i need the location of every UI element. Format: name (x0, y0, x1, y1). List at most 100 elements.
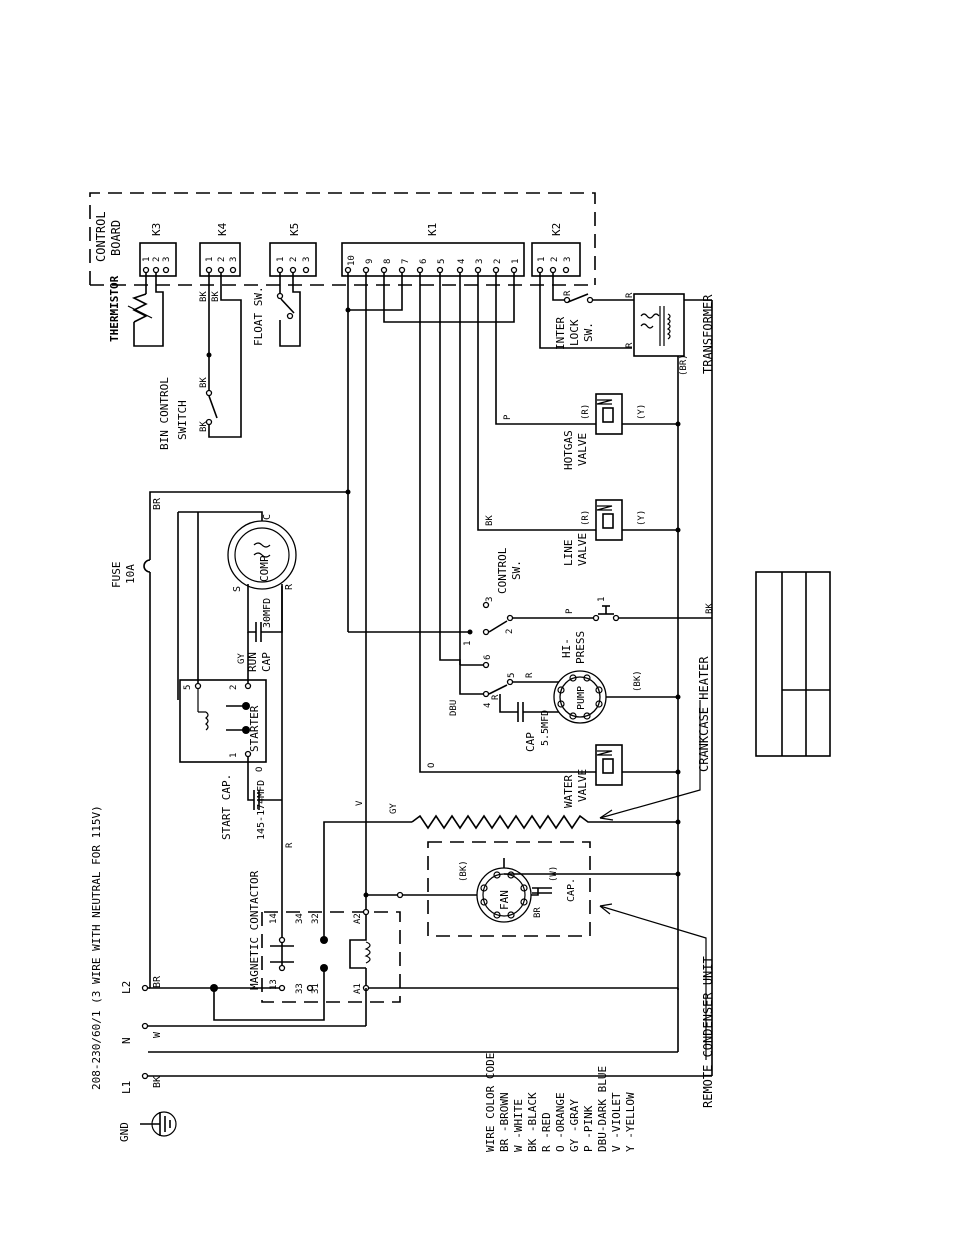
comp-term-s: S (232, 586, 243, 592)
starter-term-5: 5 (183, 685, 193, 690)
hotgas-valve: (R) (Y) HOTGAS VALVE (562, 393, 681, 470)
wire-r-pump: R (525, 672, 535, 678)
remote-condenser: FAN (BK) (W) BR CAP. REMOTE CONDENSER UN… (363, 841, 715, 1108)
wire-bk-line: BK (485, 515, 495, 526)
hi-press-term-1: 1 (597, 597, 607, 602)
line-wire-r: (R) (581, 510, 591, 526)
interlock-label-2: LOCK (568, 319, 581, 346)
legend-title: WIRE COLOR CODE (484, 1053, 497, 1152)
hi-press-label-1: HI- (560, 638, 573, 658)
k4-label: K4 (216, 222, 229, 236)
wire-bk-bin1: BK (199, 377, 209, 388)
interlock-label-1: INTER (554, 317, 567, 350)
bin-control-label-2: SWITCH (176, 400, 189, 440)
ctrl-sw-term-2: 2 (505, 629, 515, 634)
mc-term-31: 31 (311, 983, 321, 994)
fan-cap-label: CAP. (566, 878, 577, 902)
connector-k2: K2 1 2 3 (531, 223, 581, 277)
ctrl-sw-term-3: 3 (485, 597, 495, 602)
connector-k3: K3 1 2 3 (139, 223, 177, 277)
comp-term-r: R (284, 583, 295, 590)
k1-pin-5: 5 (437, 259, 447, 264)
wire-o-water: O (427, 763, 437, 768)
k1-pin-2: 2 (493, 259, 503, 264)
control-board: CONTROL BOARD (89, 192, 596, 286)
k1-pin-9: 9 (365, 259, 375, 264)
ground-label: GND (118, 1122, 131, 1142)
k1-pin-1: 1 (511, 259, 521, 264)
k5-pin-2: 2 (289, 257, 299, 262)
wire-bk-l1: BK (152, 1076, 163, 1088)
wire-gy-heater: GY (389, 803, 399, 814)
legend-entry-dbu: DBU-DARK BLUE (596, 1066, 609, 1152)
k5-label: K5 (288, 223, 301, 236)
comp-label: COMP (258, 555, 271, 582)
wire-r-start: R (285, 842, 295, 848)
magnetic-contactor: MAGNETIC CONTACTOR 13 14 33 34 31 32 A1 … (210, 800, 678, 1021)
transformer: R R (BR) TRANSFORMER (625, 292, 715, 990)
line-valve-label-2: VALVE (576, 533, 589, 566)
control-switch-label-1: CONTROL (496, 547, 509, 594)
pump-cap-label-2: 5.5MFD (540, 710, 551, 746)
wire-r-tr2: R (625, 342, 635, 348)
compressor: COMP C S R 30MFD RUN CAP GY (177, 511, 297, 700)
wire-dbu: DBU (449, 700, 459, 716)
starter: 5 2 1 STARTER START CAP. 145-174MFD O R (179, 586, 295, 910)
water-valve: O WATER VALVE (427, 744, 681, 808)
wire-br-fan: BR (533, 907, 543, 918)
control-board-title-2: BOARD (109, 220, 123, 256)
k5-pin-1: 1 (276, 257, 286, 262)
terminal-l2: L2 (120, 981, 133, 994)
wire-color-legend: WIRE COLOR CODE BR -BROWN W -WHITE BK -B… (484, 1053, 637, 1152)
starter-term-1: 1 (229, 753, 239, 758)
wire-br-top: BR (152, 497, 163, 510)
line-valve-label-1: LINE (562, 540, 575, 567)
k2-pin-3: 3 (563, 257, 573, 262)
power-supply: 208-230/60/1 (3 WIRE WITH NEUTRAL FOR 11… (90, 618, 713, 1094)
mc-term-13: 13 (269, 979, 279, 990)
legend-entry-bk: BK -BLACK (526, 1092, 539, 1152)
water-valve-label-2: VALVE (576, 769, 589, 802)
run-cap-value: 30MFD (262, 598, 273, 628)
wire-p-hotgas: P (503, 414, 513, 420)
k5-pin-3: 3 (302, 257, 312, 262)
k4-pin-1: 1 (205, 257, 215, 262)
k3-pin-2: 2 (152, 257, 162, 262)
thermistor: THERMISTOR (108, 273, 164, 347)
control-board-title-1: CONTROL (94, 211, 108, 262)
thermistor-label: THERMISTOR (108, 275, 121, 342)
hotgas-label-1: HOTGAS (562, 430, 575, 470)
k1-pin-6: 6 (419, 259, 429, 264)
remote-condenser-label: REMOTE CONDENSER UNIT (701, 956, 715, 1108)
legend-entry-br: BR -BROWN (498, 1092, 511, 1152)
fuse-label-2: 10A (124, 564, 137, 584)
wire-bk-k4: BK (199, 291, 209, 302)
control-switch-label-2: SW. (510, 560, 523, 580)
k2-pin-1: 1 (537, 257, 547, 262)
k1-label: K1 (426, 223, 439, 236)
pump-term-4: 4 (483, 703, 493, 708)
magnetic-contactor-label: MAGNETIC CONTACTOR (248, 870, 261, 990)
wire-bk-pump: (BK) (633, 670, 643, 692)
legend-entry-o: O -ORANGE (554, 1092, 567, 1152)
start-cap-label-2: 145-174MFD (256, 780, 267, 840)
k2-label: K2 (550, 223, 563, 236)
wire-v: V (355, 800, 365, 806)
bin-control-switch: BK BK BK BK BIN CONTROL SWITCH (158, 273, 242, 450)
k3-label: K3 (150, 223, 163, 236)
wire-p-hp: P (565, 608, 575, 614)
k1-wiring: P BK (345, 273, 596, 895)
line-valve: (R) (Y) LINE VALVE (562, 499, 681, 567)
wire-o-start: O (255, 767, 265, 772)
transformer-label: TRANSFORMER (701, 294, 715, 374)
mc-term-32: 32 (311, 913, 321, 924)
control-switch: 3 1 2 CONTROL SW. P 1 BK HI- PRESS (348, 547, 715, 664)
wire-r-tr1: R (625, 292, 635, 298)
legend-entry-w: W -WHITE (512, 1099, 525, 1152)
float-switch-label: FLOAT SW. (252, 286, 265, 346)
wire-bk-bin2: BK (199, 421, 209, 432)
connector-k1: K1 10 9 8 7 6 5 4 3 2 1 (341, 223, 525, 277)
comp-term-c: C (262, 514, 273, 520)
crankcase-heater: GY CRANKCASE HEATER (323, 656, 711, 937)
